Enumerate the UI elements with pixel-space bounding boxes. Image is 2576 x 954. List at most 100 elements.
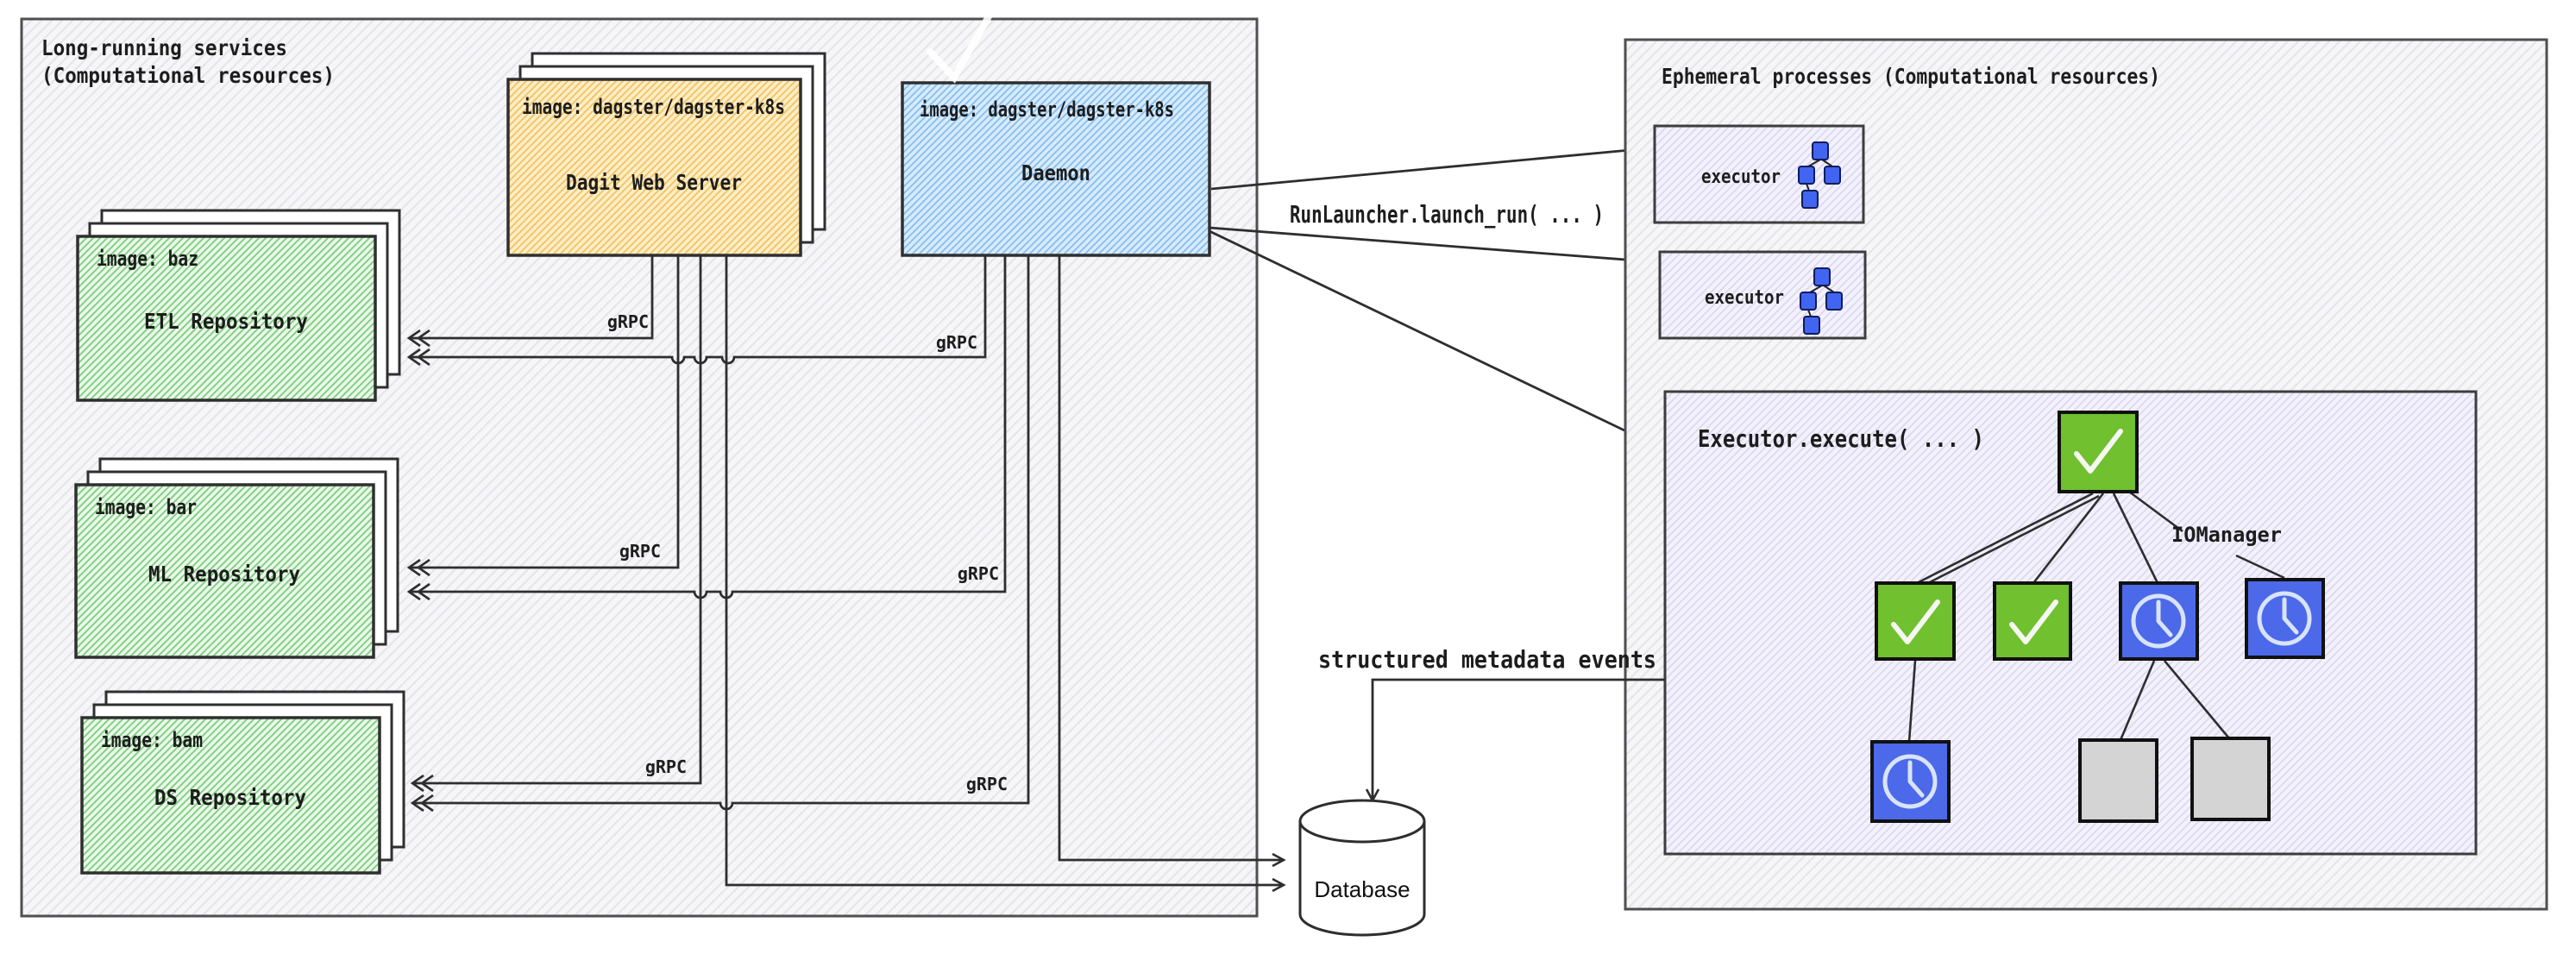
task-box-skipped [2190, 737, 2271, 821]
ml-name-label: ML Repository [148, 562, 300, 587]
clock-hands [1907, 760, 1925, 798]
task-box [1875, 581, 1956, 661]
task-box-root [2058, 411, 2139, 493]
check-icon [2074, 429, 2123, 474]
dag-icon-node [1798, 166, 1815, 185]
task-edge [2119, 660, 2156, 741]
etl-image-label: image: baz [97, 247, 198, 271]
ds-repository-stack: image: bam DS Repository [80, 690, 405, 875]
dag-icon-node [1824, 166, 1841, 185]
arrow-daemon-execute-box [1209, 229, 1644, 440]
left-panel-title-line1: Long-running services [41, 35, 287, 60]
task-box [1993, 581, 2072, 661]
grpc-line-daemon-etl [406, 255, 987, 367]
dag-icon-edges [1806, 159, 1833, 191]
etl-name-label: ETL Repository [144, 309, 308, 334]
task-edge [1907, 660, 1917, 743]
dagit-name-label: Dagit Web Server [566, 170, 742, 195]
executor-node-2: executor [1658, 250, 1867, 340]
dagit-image-label: image: dagster/dagster-k8s [522, 95, 785, 119]
task-edge-iomanager-lower [2235, 554, 2285, 580]
database-cylinder-top [1298, 799, 1426, 844]
dag-icon-node [1800, 292, 1817, 311]
database-label: Database [1314, 876, 1410, 902]
ml-repository-stack: image: bar ML Repository [74, 457, 399, 659]
io-manager-label: IOManager [2171, 523, 2282, 547]
ds-image-label: image: bam [101, 728, 203, 752]
clock-icon [2257, 591, 2312, 646]
grpc-line-dagit-etl [406, 255, 654, 348]
ds-name-label: DS Repository [154, 785, 306, 810]
clock-hands [2282, 597, 2299, 635]
daemon-node: image: dagster/dagster-k8s Daemon [901, 81, 1211, 257]
executor-label-2: executor [1705, 287, 1784, 309]
line-dagit-database [725, 255, 1284, 885]
dag-icon-node [1801, 190, 1819, 209]
ml-image-label: image: bar [95, 495, 197, 519]
task-edge [2112, 493, 2159, 584]
left-panel-title-line2: (Computational resources) [41, 63, 335, 88]
dag-icon [1800, 267, 1843, 335]
dag-icon-node [1825, 292, 1843, 311]
clock-icon [2131, 593, 2186, 649]
grpc-label-dagit-ds: gRPC [645, 756, 687, 777]
task-edge [2164, 660, 2230, 739]
task-edge [1922, 494, 2100, 587]
metadata-events-label: structured metadata events [1318, 645, 1656, 674]
grpc-line-dagit-ml [406, 255, 680, 577]
ml-repository-box [74, 483, 375, 659]
arrow-daemon-executor-1 [1210, 149, 1639, 191]
clock-icon [1882, 754, 1938, 809]
task-tree-nodes [1870, 411, 2325, 823]
etl-repository-stack: image: baz ETL Repository [76, 209, 401, 402]
metadata-events-arrow [1373, 678, 1665, 800]
sketch-artifact [927, 7, 996, 84]
grpc-label-daemon-etl: gRPC [936, 332, 977, 353]
dag-icon-node [1812, 141, 1829, 160]
task-edge [1916, 492, 2094, 585]
task-node-pending [2245, 578, 2325, 659]
dagit-web-server-box [506, 78, 802, 257]
daemon-image-label: image: dagster/dagster-k8s [920, 97, 1174, 122]
dag-icon-edges [1807, 285, 1835, 317]
grpc-line-daemon-ds [410, 255, 1030, 813]
clock-hands [2156, 599, 2173, 637]
task-tree-edges [1907, 490, 2285, 743]
task-node-pending [2119, 581, 2199, 661]
dag-icon-node [1813, 267, 1831, 286]
grpc-label-daemon-ds: gRPC [966, 774, 1008, 794]
task-node-pending [1870, 740, 1951, 823]
dag-icon-node [1803, 316, 1820, 335]
ds-repository-box [80, 716, 381, 875]
line-daemon-database [1058, 255, 1284, 860]
task-box-skipped [2078, 738, 2158, 823]
grpc-label-dagit-etl: gRPC [607, 311, 649, 332]
task-node-success [1875, 581, 1956, 661]
grpc-line-daemon-ml [406, 255, 1007, 601]
grpc-line-dagit-ds [410, 255, 702, 793]
task-node-success [2058, 411, 2139, 493]
grpc-label-daemon-ml: gRPC [958, 563, 999, 584]
task-node-success [1993, 581, 2072, 661]
etl-repository-box [76, 235, 377, 402]
executor-label-1: executor [1701, 166, 1781, 188]
check-icon [1891, 599, 1940, 644]
dag-icon [1798, 141, 1841, 209]
right-panel-title: Ephemeral processes (Computational resou… [1662, 64, 2160, 89]
database-node: Database [1298, 799, 1426, 937]
dagit-web-server-stack: image: dagster/dagster-k8s Dagit Web Ser… [506, 52, 826, 257]
run-launcher-label: RunLauncher.launch_run( ... ) [1290, 200, 1604, 229]
grpc-label-dagit-ml: gRPC [619, 541, 661, 562]
task-edge [2032, 493, 2105, 584]
daemon-box [901, 81, 1211, 257]
executor-execute-label: Executor.execute( ... ) [1698, 424, 1984, 453]
daemon-name-label: Daemon [1021, 160, 1090, 185]
arrow-daemon-executor-2 [1209, 226, 1648, 261]
grpc-connectors [406, 255, 1284, 885]
run-launcher-arrows [1209, 149, 1648, 440]
database-cylinder-body [1298, 821, 1426, 937]
task-edge-iomanager-upper [2128, 490, 2183, 533]
check-icon [2009, 599, 2058, 644]
